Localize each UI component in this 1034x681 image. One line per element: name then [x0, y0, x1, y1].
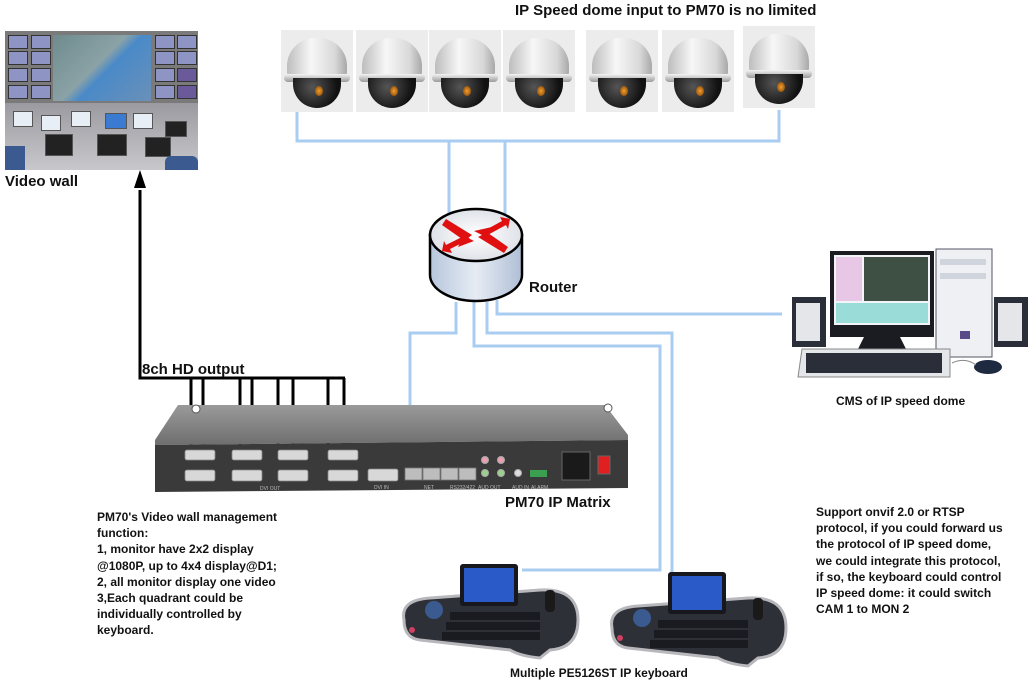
ip-speed-dome-camera-6	[662, 30, 734, 112]
diagram-title: IP Speed dome input to PM70 is no limite…	[515, 2, 817, 19]
ip-keyboard-2	[610, 572, 788, 668]
panel-label-net: NET	[424, 485, 434, 491]
pm70-label: PM70 IP Matrix	[505, 494, 611, 511]
panel-label-dvi-in: DVI IN	[374, 485, 389, 491]
ip-speed-dome-camera-5	[586, 30, 658, 112]
hd-output-label: 8ch HD output	[142, 361, 245, 378]
ip-speed-dome-camera-1	[281, 30, 353, 112]
router-to-matrix-line	[408, 302, 458, 470]
ip-speed-dome-camera-7	[743, 26, 815, 108]
cms-computer	[792, 248, 1028, 378]
router-to-cms-line	[495, 300, 782, 316]
pm70-matrix-device: DVI OUT DVI IN NET RS232/422 AUD OUT AUD…	[155, 403, 628, 492]
video-wall-image	[5, 31, 198, 170]
camera-bus-line	[295, 110, 781, 143]
video-wall-management-note: PM70's Video wall management function: 1…	[97, 510, 278, 638]
panel-label-aud-out: AUD OUT	[478, 485, 501, 491]
ip-speed-dome-camera-4	[503, 30, 575, 112]
ip-keyboard-1	[402, 564, 580, 660]
panel-label-dvi-out: DVI OUT	[260, 486, 280, 492]
router-to-keyboard-2-line	[485, 302, 674, 578]
keyboard-label: Multiple PE5126ST IP keyboard	[510, 666, 688, 680]
arrow-up-icon	[134, 170, 146, 188]
panel-label-rs232: RS232/422	[450, 485, 475, 491]
router-to-keyboard-1-line	[472, 302, 662, 572]
protocol-support-note: Support onvif 2.0 or RTSP protocol, if y…	[816, 505, 1003, 617]
panel-label-aud-in: AUD IN	[512, 485, 529, 491]
hd-output-bus-line	[138, 190, 345, 380]
cms-label: CMS of IP speed dome	[836, 394, 966, 408]
video-wall-label: Video wall	[5, 173, 79, 190]
ip-speed-dome-camera-2	[356, 30, 428, 112]
panel-label-alarm: ALARM	[531, 485, 548, 491]
router-icon	[428, 207, 524, 303]
ip-speed-dome-camera-3	[429, 30, 501, 112]
router-label: Router	[529, 279, 578, 296]
